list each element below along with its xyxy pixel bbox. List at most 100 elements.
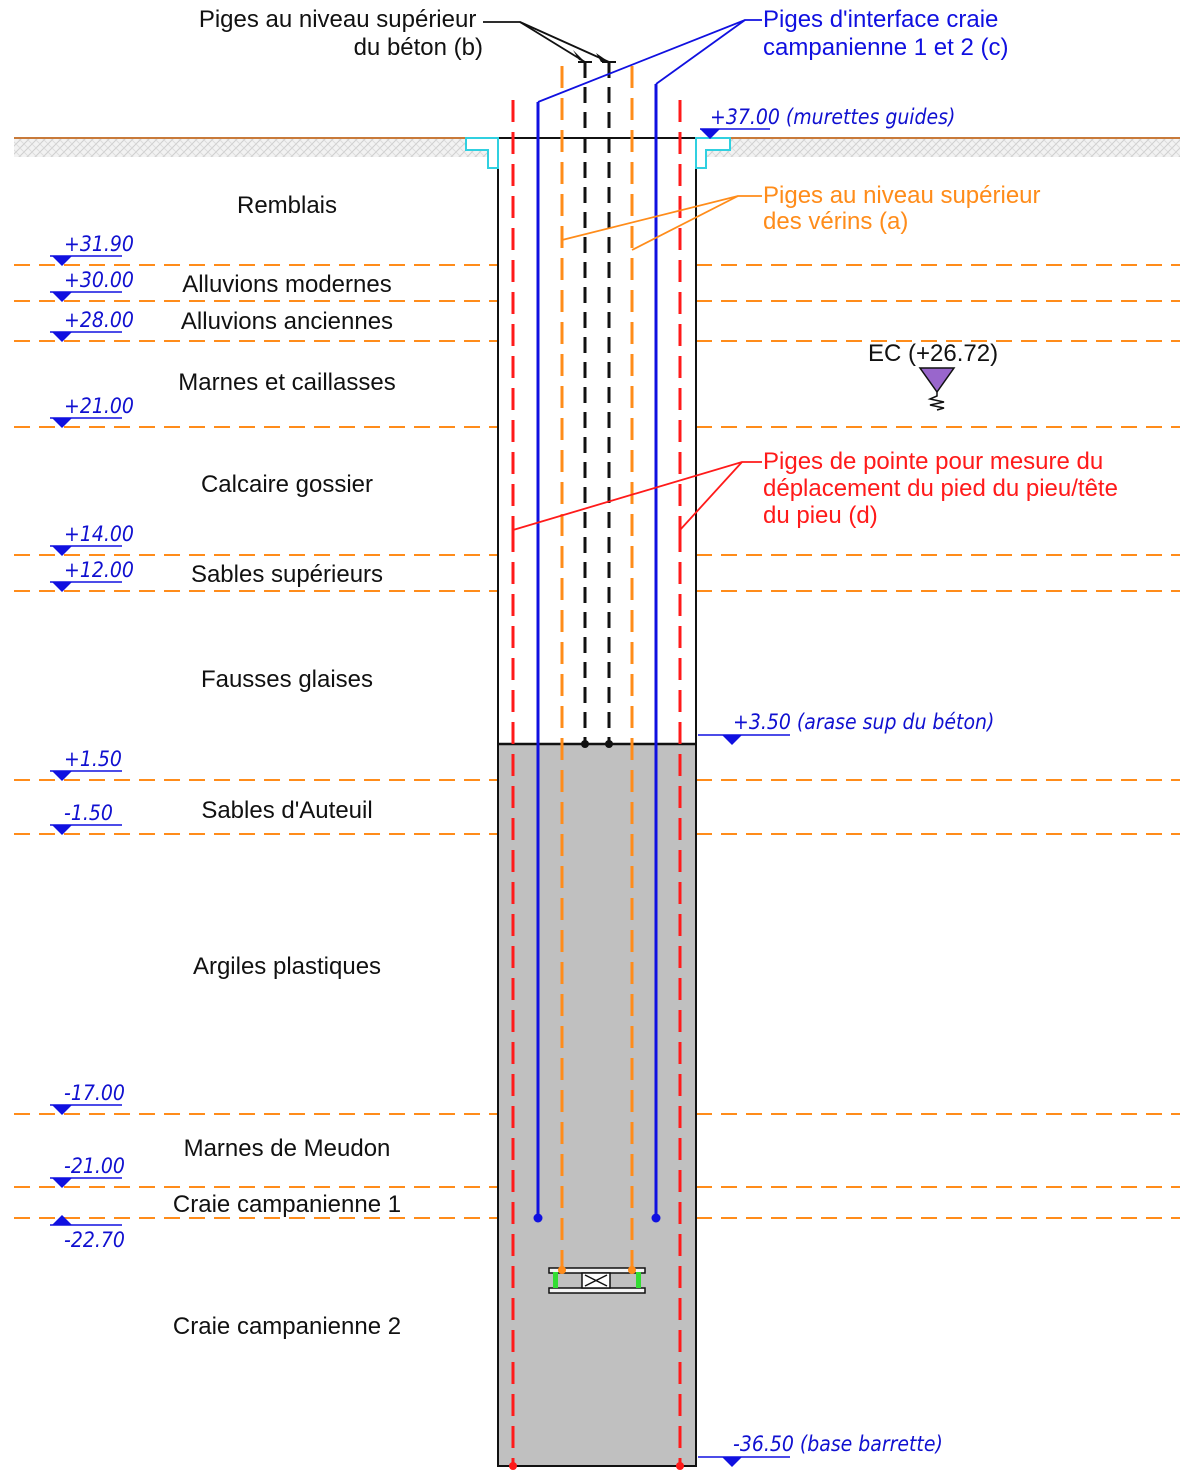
leader-c-2 [655,19,746,85]
layer-name: Argiles plastiques [193,953,381,980]
elevation-marker-icon [52,1105,72,1115]
leader-lines [483,19,762,531]
elevation-marker-label: -1.50 [64,801,113,825]
annotation-d: Piges de pointe pour mesure du déplaceme… [763,448,1125,529]
rod-interface-left-end [533,1213,543,1223]
elevation-marker-label: +12.00 [64,558,134,582]
jack-post-left [553,1272,558,1288]
layer-name: Marnes et caillasses [178,369,395,396]
elevation-marker-icon [52,256,72,266]
elevation-marker-label: +14.00 [64,522,134,546]
elevation-marker: +14.00 [50,522,134,556]
layer-name: Remblais [237,192,337,219]
elevation-marker-icon [52,418,72,428]
measurement-rods [509,62,684,1470]
rod-interface-right-end [651,1213,661,1223]
elevation-marker-label: -21.00 [64,1154,125,1178]
elevation-marker-label: -22.70 [64,1228,125,1252]
jack-cross [584,1274,608,1287]
elevation-marker: +30.00 [50,268,134,302]
annotation-a-line-1: Piges au niveau supérieur [763,182,1041,209]
level-concrete-top-label: +3.50 (arase sup du béton) [733,710,994,734]
rod-tip-left-end [509,1462,517,1470]
leader-d-2 [679,461,743,531]
elevation-marker: -22.70 [50,1215,125,1252]
elevation-marker: -17.00 [50,1081,125,1115]
guide-walls [465,137,731,169]
annotation-b: Piges au niveau supérieur du béton (b) [199,6,483,61]
annotation-d-line-1: Piges de pointe pour mesure du [763,448,1103,475]
annotation-c: Piges d'interface craie campanienne 1 et… [763,6,1008,61]
elevation-marker: +1.50 [50,747,122,781]
level-guide-walls-icon [700,129,720,139]
arrow-b-2 [596,53,609,62]
elevation-marker-label: -17.00 [64,1081,125,1105]
annotation-b-line-1: Piges au niveau supérieur [199,6,477,33]
annotation-c-line-2: campanienne 1 et 2 (c) [763,34,1008,61]
water-table-label: EC (+26.72) [868,340,998,367]
annotation-a-line-2: des vérins (a) [763,208,908,235]
elevation-marker-icon [52,546,72,556]
jack-post-right [636,1272,641,1288]
annotation-a: Piges au niveau supérieur des vérins (a) [763,182,1047,235]
rod-concrete-left-end [581,740,589,748]
water-table: EC (+26.72) [868,340,998,411]
barrette-void [497,137,697,745]
layer-name: Alluvions modernes [182,271,391,298]
layer-name: Craie campanienne 1 [173,1191,401,1218]
barrette [497,137,697,1467]
level-base-label: -36.50 (base barrette) [733,1432,943,1456]
guide-wall-left [465,137,499,169]
elevation-marker-label: +1.50 [64,747,122,771]
layer-name: Fausses glaises [201,666,373,693]
rod-tip-right-end [676,1462,684,1470]
jack-rod-right-end [628,1266,636,1274]
level-concrete-top-icon [722,735,742,745]
layer-name: Calcaire gossier [201,471,373,498]
elevation-marker-label: +28.00 [64,308,134,332]
elevation-marker-icon [52,771,72,781]
leader-b-2 [519,21,610,63]
elevation-marker-icon [52,582,72,592]
layer-name: Marnes de Meudon [184,1135,391,1162]
level-markers: +37.00 (murettes guides) +3.50 (arase su… [698,105,994,1467]
layer-boundaries [14,264,1180,1219]
elevation-marker-icon [52,1178,72,1188]
layer-name: Craie campanienne 2 [173,1313,401,1340]
elevation-marker-label: +30.00 [64,268,134,292]
layer-name: Sables d'Auteuil [201,797,372,824]
layer-name: Sables supérieurs [191,561,383,588]
annotation-b-line-2: du béton (b) [354,34,483,61]
arrow-b-1 [573,50,585,62]
elevation-marker-icon [52,825,72,835]
elevation-marker-label: +21.00 [64,394,134,418]
annotations: Piges au niveau supérieur du béton (b) P… [199,6,1125,529]
elevation-marker: +12.00 [50,558,134,592]
annotation-d-line-2: déplacement du pied du pieu/tête [763,475,1118,502]
elevation-marker: -21.00 [50,1154,125,1188]
elevation-marker: +31.90 [50,232,134,266]
annotation-c-line-1: Piges d'interface craie [763,6,998,33]
water-table-spring-icon [927,392,945,411]
barrette-concrete [497,743,697,1467]
elevation-marker: +21.00 [50,394,134,428]
elevation-marker: +28.00 [50,308,134,342]
leader-a-2 [631,195,739,251]
layer-name: Alluvions anciennes [181,308,393,335]
elevation-markers: +31.90 +30.00 +28.00 +21.00 +14.00 +12.00 +1.5… [50,232,134,1252]
rod-concrete-right-end [605,740,613,748]
level-base-icon [722,1457,742,1467]
jack-rod-left-end [558,1266,566,1274]
elevation-marker-label: +31.90 [64,232,134,256]
level-guide-walls-label: +37.00 (murettes guides) [710,105,955,129]
elevation-marker-icon [52,1215,72,1225]
elevation-marker: -1.50 [50,801,122,835]
guide-wall-right [695,137,731,169]
annotation-d-line-3: du pieu (d) [763,502,878,529]
water-table-icon [918,367,956,394]
elevation-marker-icon [52,292,72,302]
elevation-marker-icon [52,332,72,342]
jack-cell [548,1266,646,1294]
